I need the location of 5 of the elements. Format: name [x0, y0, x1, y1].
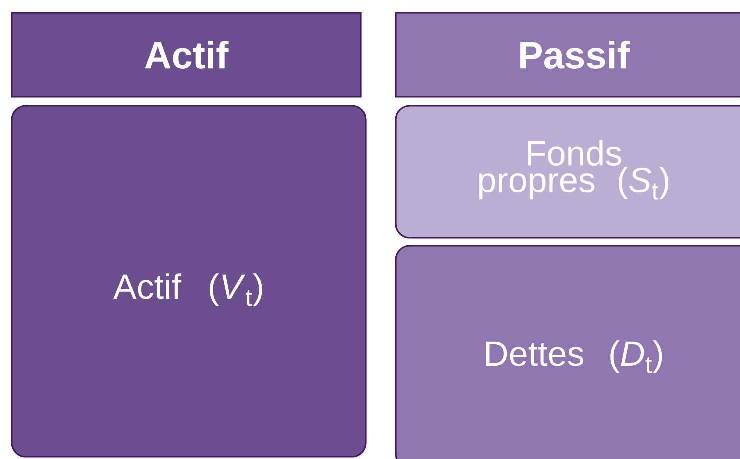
header-box: Passif: [395, 12, 740, 98]
equity-box: Fonds propres (S$_{t}$): [395, 105, 740, 239]
header-box: Actif: [11, 12, 362, 98]
asset-box: Actif (V$_{t}$): [11, 105, 367, 458]
debt-box: Dettes (D$_{t}$): [395, 245, 740, 459]
